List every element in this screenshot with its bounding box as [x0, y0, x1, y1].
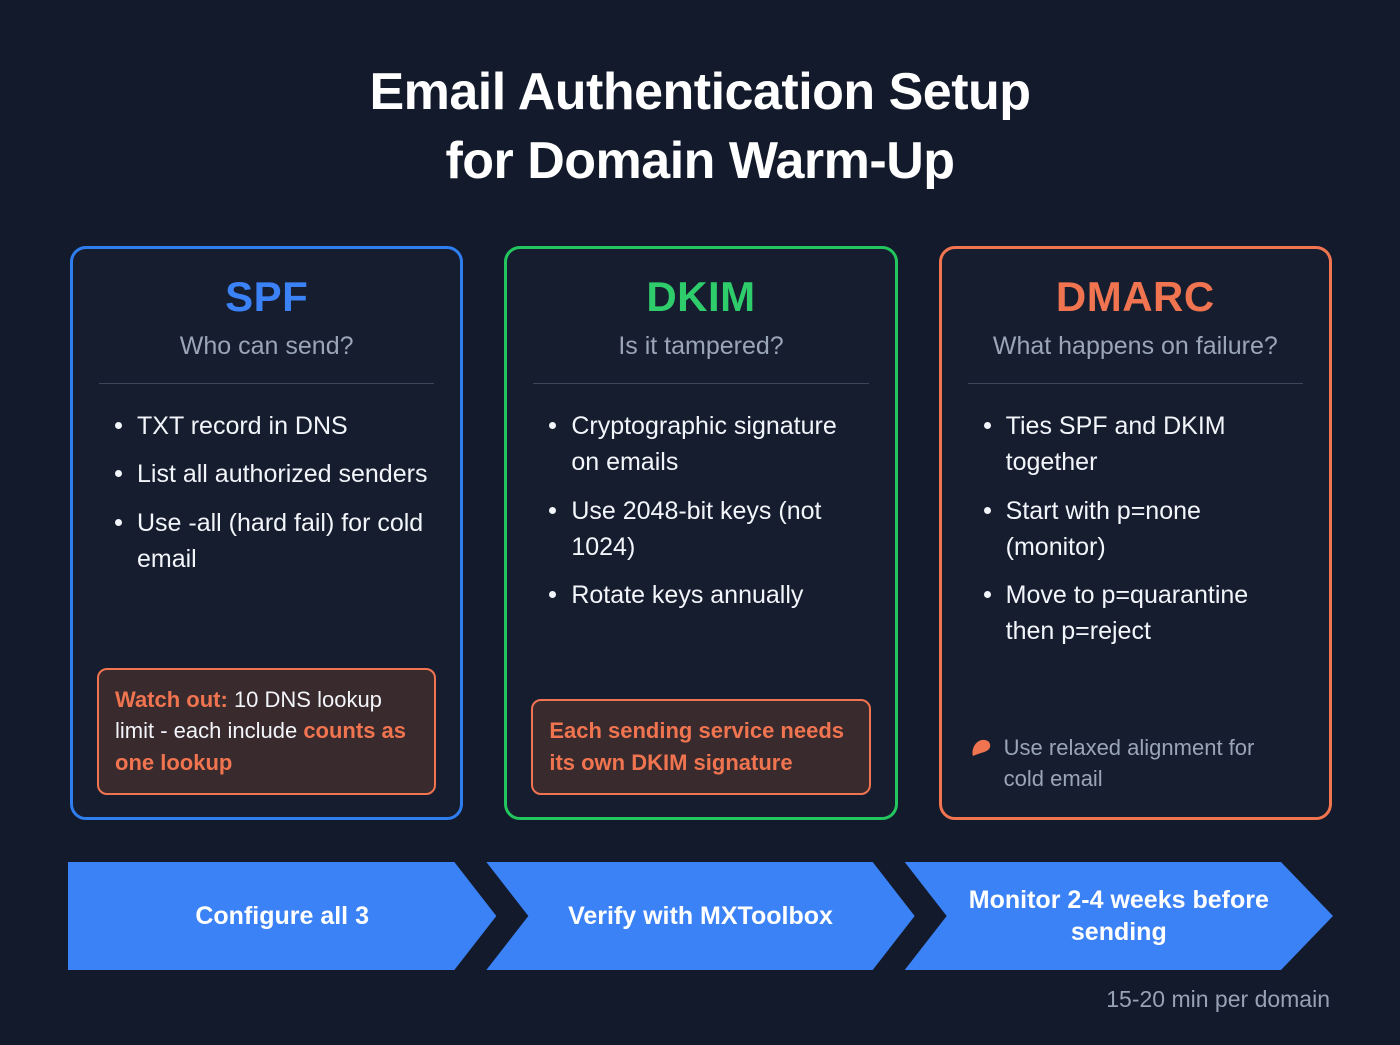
page-title: Email Authentication Setup for Domain Wa… [0, 58, 1400, 195]
card-spf-subtitle: Who can send? [179, 332, 354, 361]
lightbulb-icon [970, 738, 992, 765]
flow-step-2: Verify with MXToolbox [486, 862, 914, 970]
card-spf-title: SPF [225, 273, 309, 320]
list-item: Move to p=quarantine then p=reject [980, 577, 1299, 650]
list-item: Cryptographic signature on emails [545, 408, 864, 481]
flow-step-1-label: Configure all 3 [195, 901, 369, 930]
list-item: List all authorized senders [111, 456, 430, 492]
card-dmarc-divider [967, 383, 1303, 385]
card-dmarc-tip: Use relaxed alignment for cold email [966, 729, 1305, 795]
page-title-line-1: Email Authentication Setup [369, 63, 1031, 121]
card-spf-divider [99, 383, 435, 385]
list-item: Rotate keys annually [545, 577, 864, 613]
flow-step-3: Monitor 2-4 weeks before sending [905, 862, 1333, 970]
list-item: TXT record in DNS [111, 408, 430, 444]
card-dkim: DKIM Is it tampered? Cryptographic signa… [504, 246, 898, 820]
flow-step-1: Configure all 3 [68, 862, 496, 970]
warning-lead: Each sending service needs its own DKIM … [549, 718, 845, 775]
footer-note: 15-20 min per domain [1106, 986, 1330, 1012]
spacer [531, 625, 870, 699]
page-title-line-2: for Domain Warm-Up [445, 131, 955, 190]
spacer [966, 662, 1305, 730]
card-dkim-title: DKIM [646, 273, 756, 320]
process-flow: Configure all 3 Verify with MXToolbox Mo… [68, 862, 1333, 970]
list-item: Ties SPF and DKIM together [980, 408, 1299, 481]
card-dmarc: DMARC What happens on failure? Ties SPF … [938, 246, 1332, 820]
warning-middle: 10 DNS lookup limit - each include [115, 686, 382, 744]
card-spf: SPF Who can send? TXT record in DNS List… [70, 246, 464, 820]
card-dmarc-subtitle: What happens on failure? [992, 332, 1278, 361]
card-dmarc-title: DMARC [1055, 273, 1215, 320]
card-dkim-subtitle: Is it tampered? [618, 332, 784, 361]
card-dmarc-bullets: Ties SPF and DKIM together Start with p=… [966, 408, 1305, 662]
flow-step-3-label: Monitor 2-4 weeks before sending [968, 885, 1269, 946]
card-spf-warning: Watch out: 10 DNS lookup limit - each in… [97, 667, 437, 795]
warning-tail: counts as one lookup [115, 718, 407, 775]
flow-step-2-label: Verify with MXToolbox [568, 901, 833, 930]
warning-lead: Watch out: [115, 686, 228, 712]
list-item: Use 2048-bit keys (not 1024) [545, 493, 864, 566]
spacer [97, 589, 436, 668]
card-dkim-bullets: Cryptographic signature on emails Use 20… [531, 408, 870, 625]
card-dkim-divider [533, 383, 869, 385]
list-item: Use -all (hard fail) for cold email [111, 505, 430, 578]
card-dkim-warning: Each sending service needs its own DKIM … [531, 699, 871, 795]
card-dmarc-tip-text: Use relaxed alignment for cold email [1003, 735, 1255, 792]
list-item: Start with p=none (monitor) [980, 493, 1299, 566]
protocol-cards: SPF Who can send? TXT record in DNS List… [70, 246, 1332, 820]
card-spf-bullets: TXT record in DNS List all authorized se… [97, 408, 436, 589]
